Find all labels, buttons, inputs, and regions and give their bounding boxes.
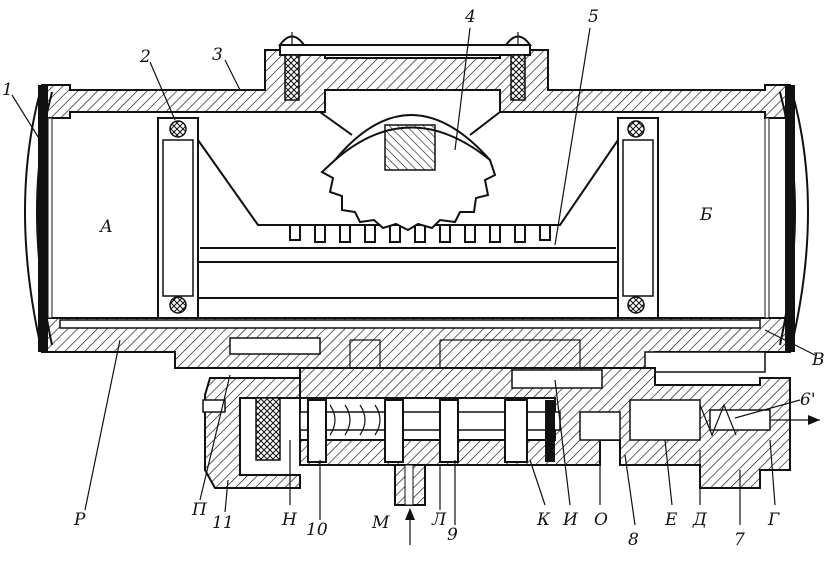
label-2: 2 [139,47,151,67]
label-9: 9 [447,525,458,545]
label-port-v: В [811,350,825,370]
label-d: Д [692,510,708,530]
label-m: М [371,513,390,533]
label-3: 3 [212,45,223,65]
cylinder-housing [24,32,809,373]
label-g: Г [767,510,780,530]
leader-lines [11,27,816,526]
label-chamber-a: А [99,217,113,237]
gear-sector [319,111,501,232]
label-10: 10 [306,520,328,540]
label-n: Н [281,510,298,530]
rack-bar [197,139,619,299]
label-l: Л [431,510,447,530]
label-1: 1 [2,80,13,100]
label-p: Р [73,510,86,530]
label-4: 4 [464,7,476,27]
labels: 1 2 3 4 5 А Б В 6' Р П 11 Н 10 М Л 9 К И… [2,7,825,550]
label-8: 8 [628,530,639,550]
label-11: 11 [212,513,234,533]
left-piston [157,117,199,319]
label-k: К [536,510,551,530]
label-o: О [594,510,608,530]
right-piston [617,117,659,319]
label-i: И [562,510,579,530]
label-chamber-b: Б [699,205,713,225]
label-5: 5 [588,7,599,27]
label-7: 7 [734,530,745,550]
label-6: 6' [800,390,816,410]
label-e: Е [664,510,678,530]
label-pi: П [191,500,208,520]
